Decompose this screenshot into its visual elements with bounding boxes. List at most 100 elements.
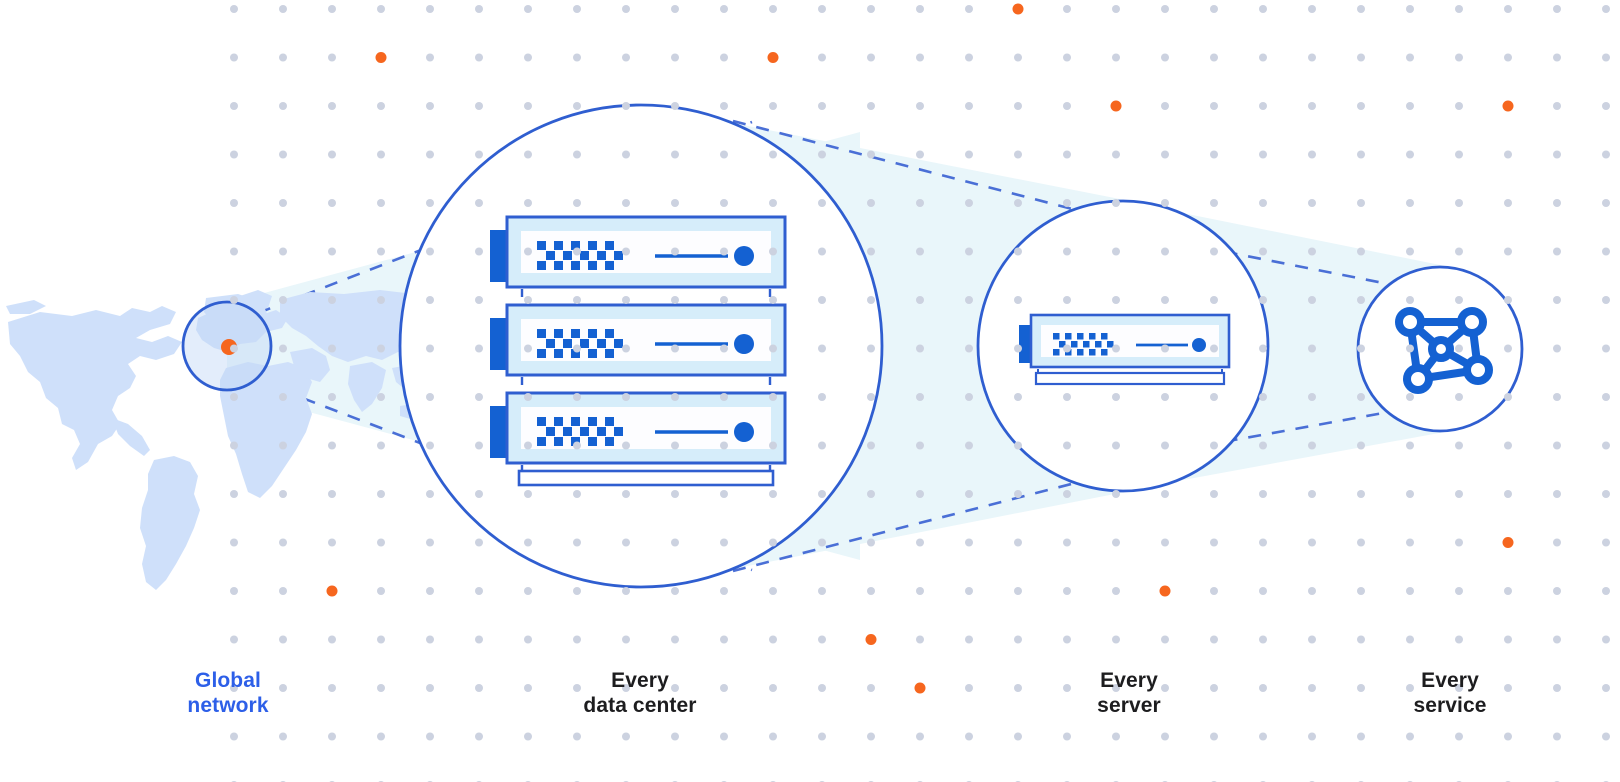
grid-dot (622, 102, 630, 110)
grid-dot (426, 538, 434, 547)
grid-dot (426, 5, 434, 13)
grid-dot (426, 441, 434, 450)
grid-dot (573, 102, 581, 110)
grid-dot (426, 102, 434, 110)
grid-dot (573, 344, 581, 353)
grid-dot (1357, 587, 1365, 595)
grid-dot (1063, 150, 1071, 159)
grid-dot (1308, 344, 1316, 353)
grid-dot (573, 5, 581, 13)
grid-dot (475, 247, 483, 256)
grid-dot (230, 587, 238, 595)
grid-dot (279, 150, 287, 159)
grid-dot (1406, 441, 1414, 450)
grid-dot (573, 53, 581, 62)
grid-dot (965, 150, 973, 159)
grid-dot (1014, 344, 1022, 353)
grid-dot (769, 441, 777, 450)
grid-dot (1553, 247, 1561, 256)
grid-dot (1210, 393, 1218, 401)
grid-dot (377, 490, 385, 498)
grid-dot (965, 587, 973, 595)
grid-dot (1063, 635, 1071, 644)
grid-dot (622, 684, 630, 692)
grid-dot (1553, 635, 1561, 644)
grid-dot (1602, 150, 1610, 159)
grid-dot (1455, 490, 1463, 498)
grid-dot (965, 732, 973, 741)
grid-dot-highlight (1502, 100, 1514, 112)
grid-dot (916, 587, 924, 595)
grid-dot (1014, 393, 1022, 401)
grid-dot (573, 393, 581, 401)
grid-dot (965, 199, 973, 207)
grid-dot (671, 393, 679, 401)
grid-dot (1357, 393, 1365, 401)
grid-dot (867, 490, 875, 498)
grid-dot (1112, 344, 1120, 353)
grid-dot (965, 5, 973, 13)
grid-dot (769, 199, 777, 207)
grid-dot (1112, 441, 1120, 450)
grid-dot (720, 538, 728, 547)
grid-dot (818, 53, 826, 62)
grid-dot (230, 441, 238, 450)
server-unit-3 (490, 391, 787, 465)
grid-dot (1308, 538, 1316, 547)
grid-dot (475, 587, 483, 595)
grid-dot (1308, 296, 1316, 304)
grid-dot (1406, 490, 1414, 498)
grid-dot (671, 150, 679, 159)
grid-dot (1553, 5, 1561, 13)
grid-dot (426, 732, 434, 741)
grid-dot (1161, 538, 1169, 547)
grid-dot (720, 296, 728, 304)
grid-dot (1112, 296, 1120, 304)
grid-dot (328, 684, 336, 692)
grid-dot (328, 247, 336, 256)
grid-dot (426, 150, 434, 159)
grid-dot (965, 247, 973, 256)
grid-dot (965, 296, 973, 304)
grid-dot (377, 684, 385, 692)
grid-dot (230, 199, 238, 207)
grid-dot (1161, 296, 1169, 304)
grid-dot (622, 635, 630, 644)
grid-dot (279, 247, 287, 256)
grid-dot (622, 441, 630, 450)
grid-dot (867, 296, 875, 304)
grid-dot (720, 5, 728, 13)
grid-dot (965, 102, 973, 110)
grid-dot (1161, 5, 1169, 13)
grid-dot (1406, 5, 1414, 13)
grid-dot (1259, 5, 1267, 13)
grid-dot (1308, 587, 1316, 595)
grid-dot (1406, 587, 1414, 595)
grid-dot (1210, 684, 1218, 692)
grid-dot (524, 344, 532, 353)
grid-dot (1602, 247, 1610, 256)
grid-dot (573, 247, 581, 256)
grid-dot (1014, 490, 1022, 498)
grid-dot (1063, 247, 1071, 256)
grid-dot (1014, 199, 1022, 207)
grid-dot (1161, 732, 1169, 741)
grid-dot (1014, 538, 1022, 547)
grid-dot (1063, 102, 1071, 110)
global-network-circle[interactable] (181, 300, 273, 392)
grid-dot (1357, 490, 1365, 498)
grid-dot (1259, 150, 1267, 159)
grid-dot (1455, 635, 1463, 644)
grid-dot (1553, 441, 1561, 450)
grid-dot (769, 538, 777, 547)
data-center-rack[interactable] (490, 215, 787, 487)
grid-dot (965, 490, 973, 498)
grid-dot (1455, 344, 1463, 353)
grid-dot (622, 5, 630, 13)
grid-dot (573, 684, 581, 692)
grid-dot (573, 490, 581, 498)
single-server[interactable] (1019, 313, 1231, 386)
grid-dot (1210, 102, 1218, 110)
grid-dot (328, 490, 336, 498)
grid-dot (1602, 393, 1610, 401)
